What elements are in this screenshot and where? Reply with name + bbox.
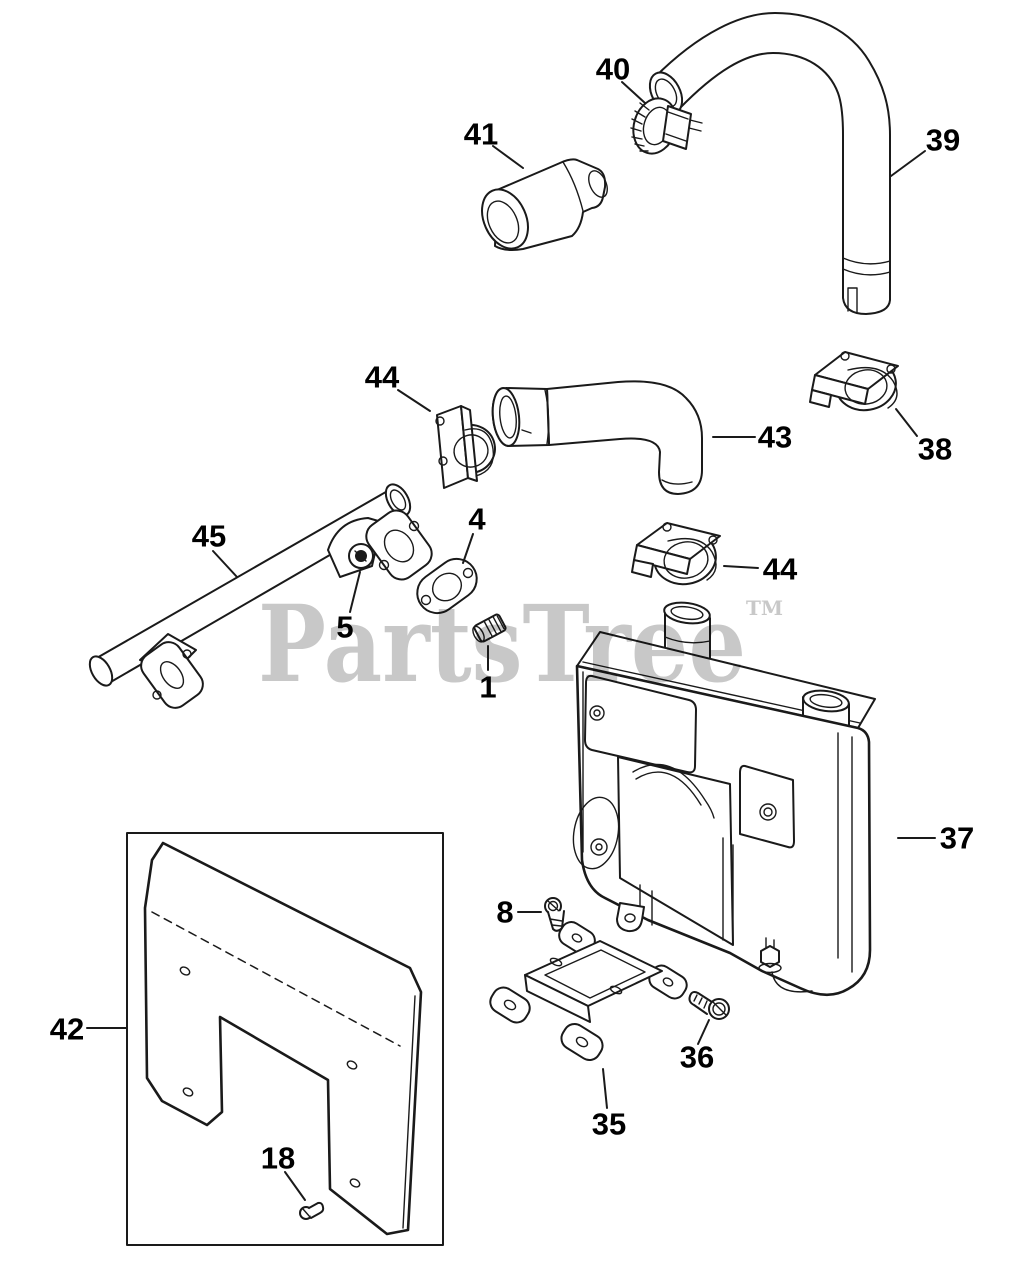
callout-44: 44 <box>723 552 798 587</box>
callout-44: 44 <box>365 360 431 412</box>
part-number-label: 44 <box>365 360 400 395</box>
part-number-label: 42 <box>50 1012 84 1047</box>
callout-4: 4 <box>462 502 486 564</box>
callout-35: 35 <box>592 1068 626 1142</box>
part-number-label: 35 <box>592 1107 626 1142</box>
part-39-exhaust-tube <box>648 12 891 315</box>
watermark: PartsTree TM <box>258 581 783 706</box>
part-37-muffler <box>572 601 876 997</box>
part-45-exhaust-pipe <box>88 483 433 709</box>
leader-line <box>284 1171 306 1201</box>
leader-line <box>621 81 646 104</box>
callout-5: 5 <box>336 571 361 645</box>
part-number-label: 37 <box>940 821 974 856</box>
leader-line <box>723 565 759 569</box>
callout-1: 1 <box>479 645 497 705</box>
part-35-bracket <box>489 921 688 1061</box>
part-number-label: 41 <box>464 117 498 152</box>
leader-line <box>602 1068 608 1109</box>
leader-line <box>697 1019 710 1045</box>
part-42-heat-shield <box>126 832 444 1246</box>
part-4-gasket <box>416 557 478 615</box>
watermark-text: PartsTree <box>258 581 746 706</box>
part-number-label: 5 <box>336 610 353 645</box>
callout-38: 38 <box>895 408 952 467</box>
callout-45: 45 <box>192 519 238 578</box>
leader-line <box>890 150 926 177</box>
callout-42: 42 <box>50 1012 127 1047</box>
callout-36: 36 <box>680 1019 714 1075</box>
part-1-stud <box>472 613 507 643</box>
part-number-label: 1 <box>479 670 496 705</box>
leader-line <box>492 145 524 169</box>
part-43-hose <box>491 380 703 495</box>
callout-37: 37 <box>897 821 974 856</box>
part-44-clamp-lower <box>631 522 721 586</box>
leader-line <box>349 571 361 613</box>
callout-40: 40 <box>596 52 646 104</box>
part-number-label: 4 <box>468 502 486 537</box>
callout-39: 39 <box>890 123 960 177</box>
part-8-screw <box>544 897 565 932</box>
part-41-adapter <box>481 158 608 251</box>
part-40-hose-clamp <box>630 97 703 155</box>
heat-shield-box <box>126 832 444 1246</box>
callout-41: 41 <box>464 117 524 169</box>
leader-line <box>212 550 238 578</box>
part-38-clamp <box>809 351 899 412</box>
part-18-screw <box>299 1201 325 1220</box>
part-36-bolt <box>688 991 730 1020</box>
leader-line <box>397 389 431 412</box>
part-number-label: 36 <box>680 1040 714 1075</box>
part-number-label: 18 <box>261 1141 295 1176</box>
callout-43: 43 <box>712 420 792 455</box>
part-number-label: 8 <box>496 895 513 930</box>
part-number-label: 40 <box>596 52 630 87</box>
part-44-clamp-upper <box>435 405 496 489</box>
callout-8: 8 <box>496 895 542 930</box>
part-number-label: 38 <box>918 432 952 467</box>
leader-line <box>895 408 918 437</box>
leader-line <box>462 533 474 564</box>
part-5-bushing <box>348 543 374 569</box>
part-number-label: 39 <box>926 123 960 158</box>
part-number-label: 44 <box>763 552 798 587</box>
part-number-label: 45 <box>192 519 226 554</box>
callout-18: 18 <box>261 1141 306 1201</box>
watermark-tm: TM <box>746 596 783 620</box>
part-number-label: 43 <box>758 420 792 455</box>
